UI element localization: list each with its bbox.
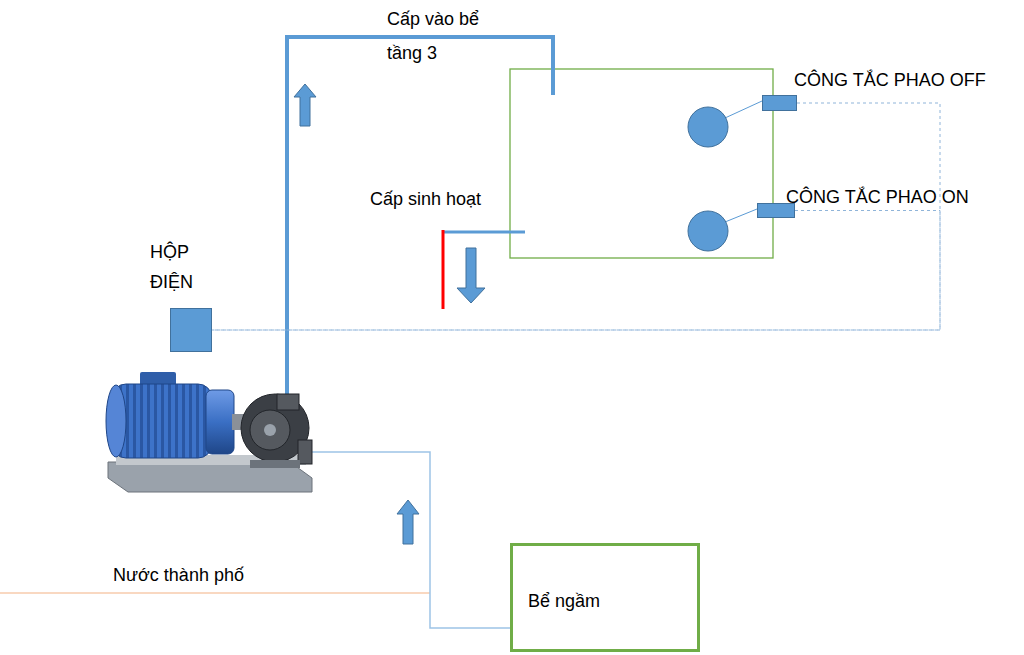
city-water-pipe (0, 592, 430, 593)
node-label: Bể ngầm (528, 590, 600, 612)
node-label: CÔNG TẮC PHAO OFF (794, 69, 986, 91)
float-ball (688, 211, 728, 251)
float-switch: CÔNG TẮC PHAO ON (757, 203, 795, 218)
node-label: CÔNG TẮC PHAO ON (786, 186, 969, 208)
float-arm (725, 209, 757, 222)
pipe-label: Cấp sinh hoạt (370, 188, 481, 210)
flow-arrow (457, 248, 485, 303)
roof-tank (510, 69, 773, 258)
suction-pipe (310, 452, 510, 628)
valve (442, 230, 445, 309)
underground-tank: Bể ngầm (510, 543, 700, 652)
supply-pipe (443, 231, 525, 234)
node-label: HỘP ĐIỆN (150, 237, 214, 297)
flow-arrow (397, 500, 419, 544)
pump-illustration (106, 372, 312, 492)
signal-wire (212, 103, 940, 330)
float-switch: CÔNG TẮC PHAO OFF (762, 95, 797, 111)
pipe-label: Nước thành phố (113, 564, 244, 586)
pipe-label: Cấp vào bể tầng 3 (387, 2, 497, 70)
signal-wire (212, 211, 940, 331)
float-arm (725, 101, 762, 118)
discharge-pipe (287, 37, 553, 395)
control-box: HỘP ĐIỆN (170, 308, 212, 352)
flow-arrow (294, 84, 316, 126)
float-ball (688, 107, 728, 147)
